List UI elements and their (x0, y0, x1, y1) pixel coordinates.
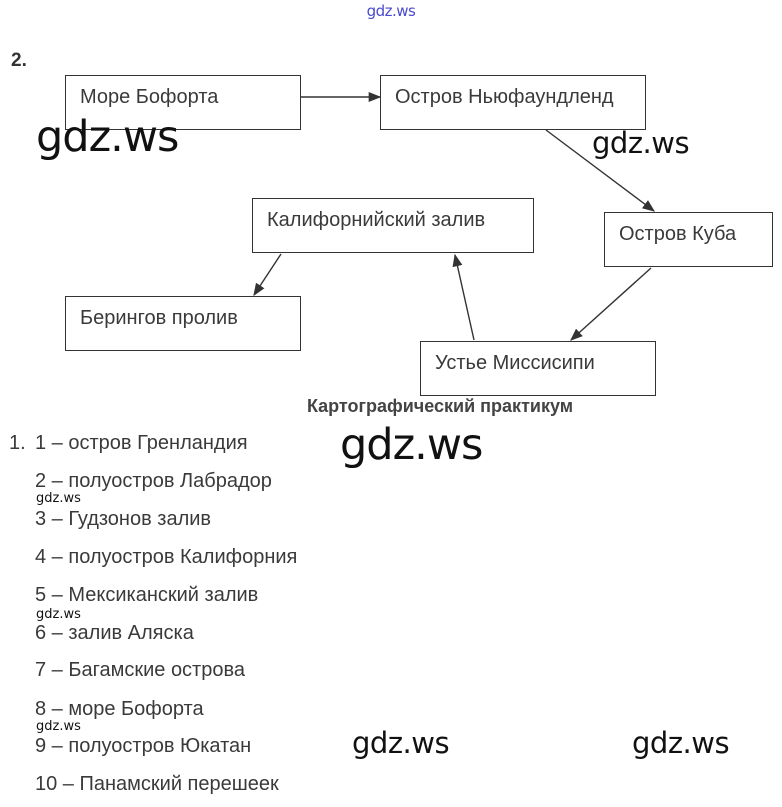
list-item: 2 – полуостров Лабрадор (35, 470, 272, 492)
list-item: 7 – Багамские острова (35, 659, 245, 681)
arrow-california-to-bering (253, 253, 282, 297)
arrow-cuba-to-mississippi (570, 267, 652, 341)
node-gulf-of-california: Калифорнийский залив (252, 198, 534, 253)
watermark-overlay: gdz.ws (36, 491, 81, 506)
node-mississippi-mouth: Устье Миссисипи (420, 341, 656, 396)
watermark-overlay: gdz.ws (36, 112, 179, 162)
node-label: Калифорнийский залив (267, 209, 486, 231)
list-item: 5 – Мексиканский залив (35, 584, 259, 606)
flow-arrows (253, 91, 656, 341)
arrow-newfoundland-to-cuba (545, 129, 656, 212)
node-bering-strait: Берингов пролив (65, 296, 301, 351)
node-label: Море Бофорта (80, 86, 219, 108)
node-label: Остров Куба (619, 223, 737, 245)
watermark-top: gdz.ws (366, 2, 416, 20)
list-item: 4 – полуостров Калифорния (35, 546, 298, 568)
task-number: 1. (9, 432, 26, 454)
list-item: 10 – Панамский перешеек (35, 773, 279, 795)
node-newfoundland: Остров Ньюфаундленд (380, 75, 646, 130)
list-item: 1 – остров Гренландия (35, 432, 248, 454)
watermark-overlay: gdz.ws (592, 126, 690, 160)
watermark-overlay: gdz.ws (632, 726, 730, 760)
watermark-overlay: gdz.ws (340, 420, 483, 470)
node-label: Берингов пролив (80, 307, 238, 329)
node-beaufort-sea: Море Бофорта (65, 75, 301, 130)
list-item: 9 – полуостров Юкатан (35, 735, 252, 757)
section-title: Картографический практикум (306, 396, 574, 416)
arrow-mississippi-to-california (452, 253, 475, 341)
node-label: Устье Миссисипи (435, 352, 595, 374)
watermark-overlay: gdz.ws (36, 719, 81, 734)
node-cuba: Остров Куба (604, 212, 773, 267)
list-item: 6 – залив Аляска (35, 622, 194, 644)
node-label: Остров Ньюфаундленд (395, 86, 614, 108)
list-item: 3 – Гудзонов залив (35, 508, 212, 530)
list-item: 8 – море Бофорта (35, 698, 204, 720)
watermark-overlay: gdz.ws (352, 726, 450, 760)
watermark-overlay: gdz.ws (36, 607, 81, 622)
task-number: 2. (11, 50, 27, 71)
